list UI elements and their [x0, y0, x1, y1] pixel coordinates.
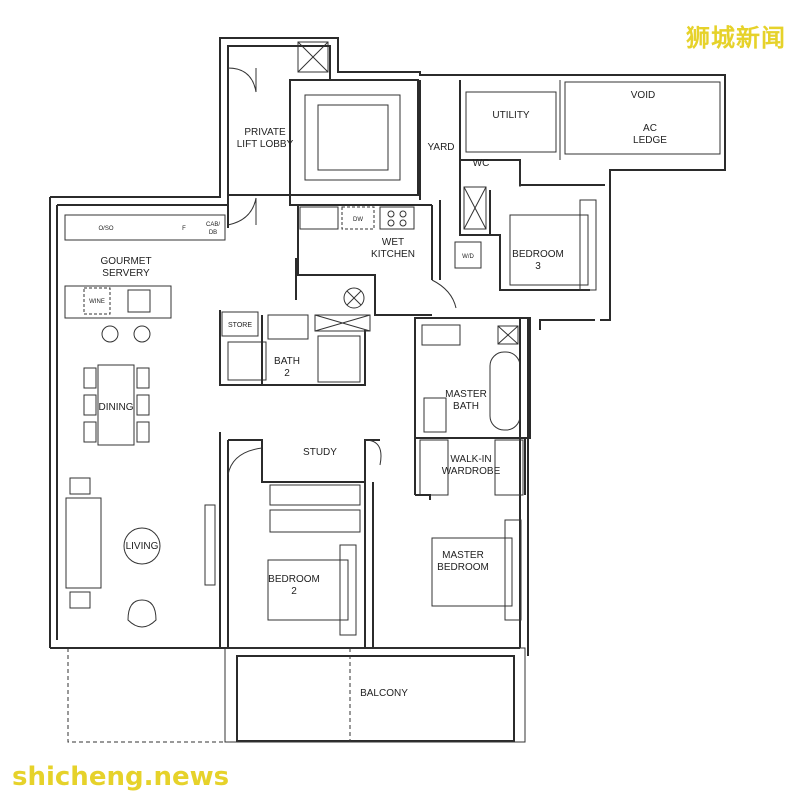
walk-in-wardrobe-label-2: WARDROBE: [442, 466, 501, 477]
balcony: [67, 647, 526, 743]
walk-in-wardrobe-label-1: WALK-IN: [450, 454, 491, 465]
ac-ledge-label-2: LEDGE: [633, 135, 667, 146]
bedroom-3-label-1: BEDROOM: [512, 249, 564, 260]
dishwasher-label: DW: [353, 217, 363, 223]
bath-2-label-1: BATH: [274, 356, 300, 367]
wc-label: WC: [473, 158, 490, 169]
master-bath-label-2: BATH: [453, 401, 479, 412]
private-lift-lobby-label-2: LIFT LOBBY: [237, 139, 294, 150]
wine-label: WINE: [89, 299, 105, 305]
watermark-top-right: 狮城新闻: [686, 24, 786, 52]
wet-kitchen-label-1: WET: [382, 237, 404, 248]
master-bath-label-1: MASTER: [445, 389, 487, 400]
bedroom-2-label-2: 2: [291, 586, 297, 597]
room-labels: PRIVATE LIFT LOBBY YARD UTILITY VOID AC …: [99, 90, 668, 699]
utility-label: UTILITY: [492, 110, 530, 121]
gourmet-servery-label-1: GOURMET: [100, 256, 151, 267]
cab-db-label-2: DB: [209, 230, 217, 236]
bedroom-3-label-2: 3: [535, 261, 541, 272]
dining-label: DINING: [99, 402, 134, 413]
wet-kitchen-label-2: KITCHEN: [371, 249, 415, 260]
bath-2-label-2: 2: [284, 368, 290, 379]
void-label: VOID: [631, 90, 655, 101]
cab-db-label-1: CAB/: [206, 222, 220, 228]
fridge-label: F: [182, 226, 186, 232]
living-label: LIVING: [126, 541, 159, 552]
fixture-labels: O/SO F CAB/ DB WINE DW W/D: [89, 217, 474, 305]
gourmet-servery-label-2: SERVERY: [102, 268, 150, 279]
study-label: STUDY: [303, 447, 337, 458]
store-label: STORE: [228, 322, 252, 329]
balcony-label: BALCONY: [360, 688, 408, 699]
bedroom-2-label-1: BEDROOM: [268, 574, 320, 585]
ac-ledge-label-1: AC: [643, 123, 657, 134]
master-bedroom-label-1: MASTER: [442, 550, 484, 561]
yard-label: YARD: [427, 142, 454, 153]
watermark-bottom-left: shicheng.news: [12, 762, 230, 792]
washer-dryer-label: W/D: [462, 254, 474, 260]
private-lift-lobby-label-1: PRIVATE: [244, 127, 286, 138]
master-bedroom-label-2: BEDROOM: [437, 562, 489, 573]
interior-walls: [64, 41, 721, 648]
oven-label: O/SO: [98, 226, 113, 232]
